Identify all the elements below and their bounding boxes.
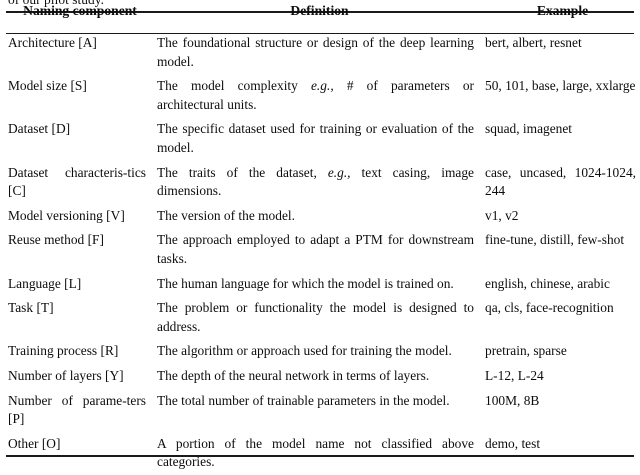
cell-definition: The depth of the neural network in terms… bbox=[157, 367, 430, 383]
table-header-row: Naming component Definition Example bbox=[0, 0, 640, 22]
table-row: Dataset characteris-tics [C] The traits o… bbox=[0, 161, 640, 204]
cell-example: pretrain, sparse bbox=[485, 343, 567, 359]
cell-example: 100M, 8B bbox=[485, 392, 540, 408]
cell-example: bert, albert, resnet bbox=[485, 35, 582, 50]
column-header-definition: Definition bbox=[290, 3, 349, 18]
table-header-rule bbox=[6, 33, 634, 35]
cell-naming-component: Reuse method [F] bbox=[8, 232, 104, 248]
table-row: Other [O] A portion of the model name not… bbox=[0, 432, 640, 475]
table-row: Architecture [A] The foundational structu… bbox=[0, 31, 640, 74]
cell-definition: The traits of the dataset, e.g., text ca… bbox=[157, 164, 474, 199]
cell-naming-component: Architecture [A] bbox=[8, 35, 97, 50]
cell-definition: The human language for which the model i… bbox=[157, 275, 454, 291]
cell-definition: The problem or functionality the model i… bbox=[157, 300, 474, 334]
table-row: Model size [S] The model complexity e.g.,… bbox=[0, 74, 640, 117]
cell-definition: The specific dataset used for training o… bbox=[157, 121, 474, 155]
cell-naming-component: Dataset [D] bbox=[8, 121, 71, 137]
cell-definition: The model complexity e.g., # of paramete… bbox=[157, 78, 474, 112]
table-row: Reuse method [F] The approach employed to… bbox=[0, 228, 640, 271]
cell-example: qa, cls, face-recognition bbox=[485, 300, 614, 316]
table-row: Task [T] The problem or functionality the… bbox=[0, 296, 640, 339]
definition-eg-italic: e.g., bbox=[327, 164, 351, 180]
cell-example: 50, 101, base, large, xxlarge bbox=[485, 78, 636, 94]
table-row: Language [L] The human language for which… bbox=[0, 272, 640, 297]
table-body: Architecture [A] The foundational structu… bbox=[0, 22, 640, 475]
cell-naming-component: Training process [R] bbox=[8, 343, 119, 359]
cell-example: case, uncased, 1024-1024, 244 bbox=[485, 164, 636, 199]
cell-example: english, chinese, arabic bbox=[485, 275, 610, 291]
table-head: Naming component Definition Example bbox=[0, 0, 640, 22]
column-header-naming-component: Naming component bbox=[23, 3, 137, 18]
cell-definition: The approach employed to adapt a PTM for… bbox=[157, 232, 474, 266]
cell-example: fine-tune, distill, few-shot bbox=[485, 232, 625, 248]
table-row: Number of layers [Y] The depth of the neu… bbox=[0, 364, 640, 389]
column-header-example: Example bbox=[536, 3, 589, 18]
cell-definition: A portion of the model name not classifi… bbox=[157, 435, 474, 470]
table-top-rule bbox=[6, 11, 634, 14]
cell-naming-component: Task [T] bbox=[8, 300, 54, 316]
cell-definition: The total number of trainable parameters… bbox=[157, 392, 450, 408]
cell-naming-component: Number of parame-ters [P] bbox=[8, 392, 146, 427]
cell-naming-component: Language [L] bbox=[8, 275, 82, 291]
cell-naming-component: Number of layers [Y] bbox=[8, 367, 124, 383]
table-row: Dataset [D] The specific dataset used for… bbox=[0, 117, 640, 160]
cell-naming-component: Model versioning [V] bbox=[8, 207, 125, 223]
table-bottom-rule bbox=[6, 455, 634, 458]
clipped-preceding-paragraph-line: of our pilot study. bbox=[8, 0, 104, 8]
cell-example: demo, test bbox=[485, 435, 541, 451]
cell-definition: The version of the model. bbox=[157, 207, 295, 223]
cell-definition: The foundational structure or design of … bbox=[157, 35, 474, 69]
cell-example: v1, v2 bbox=[485, 207, 519, 223]
header-gap-row bbox=[0, 22, 640, 31]
cell-example: squad, imagenet bbox=[485, 121, 573, 137]
cell-naming-component: Model size [S] bbox=[8, 78, 87, 94]
table-row: Number of parame-ters [P] The total numbe… bbox=[0, 389, 640, 432]
cell-naming-component: Other [O] bbox=[8, 435, 61, 451]
cell-example: L-12, L-24 bbox=[485, 367, 544, 383]
cell-definition: The algorithm or approach used for train… bbox=[157, 343, 452, 359]
definition-eg-italic: e.g., bbox=[310, 78, 334, 94]
cell-naming-component: Dataset characteris-tics [C] bbox=[8, 164, 146, 199]
table-row: Model versioning [V] The version of the m… bbox=[0, 204, 640, 229]
table-row: Training process [R] The algorithm or app… bbox=[0, 339, 640, 364]
